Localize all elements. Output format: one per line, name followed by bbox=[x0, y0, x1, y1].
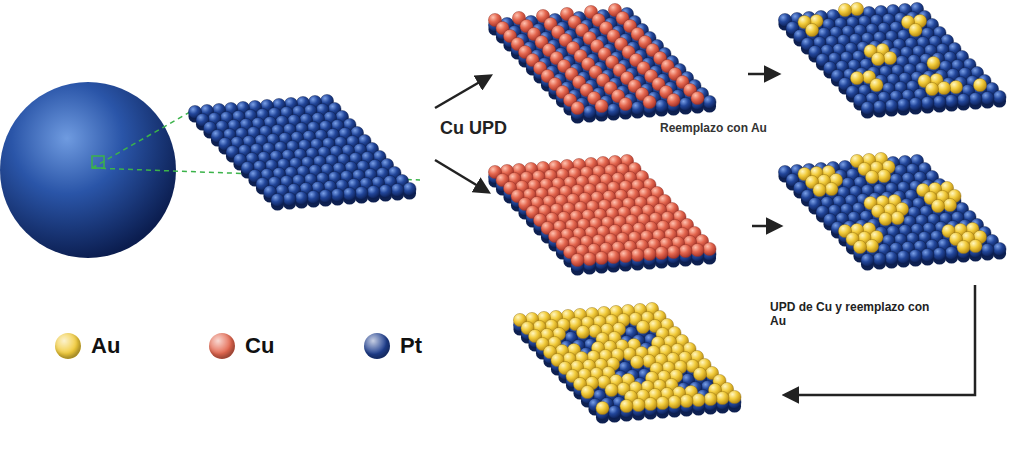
pt-atom bbox=[945, 246, 958, 259]
pt-atom bbox=[933, 95, 946, 108]
pt-atom bbox=[981, 243, 994, 256]
pt-atom bbox=[271, 193, 284, 206]
pt-atom bbox=[331, 188, 344, 201]
au-atom bbox=[813, 183, 826, 196]
cu-atom bbox=[667, 93, 680, 106]
au-atom bbox=[825, 182, 838, 195]
au-atom bbox=[853, 240, 866, 253]
cu-atom bbox=[571, 253, 584, 266]
atom-lattice bbox=[488, 154, 716, 275]
pt-atom bbox=[909, 249, 922, 262]
pt-atom bbox=[933, 247, 946, 260]
au-atom bbox=[927, 56, 940, 69]
pt-atom bbox=[295, 191, 308, 204]
pt-atom bbox=[283, 192, 296, 205]
facet-marker bbox=[92, 156, 104, 168]
cu-atom bbox=[655, 246, 668, 259]
pt-atom bbox=[391, 183, 404, 196]
zoom-line bbox=[92, 112, 190, 168]
au-atom bbox=[850, 2, 863, 15]
au-atom bbox=[870, 78, 883, 91]
pt-atom bbox=[945, 94, 958, 107]
pt-atom bbox=[993, 242, 1006, 255]
pt-atom bbox=[679, 97, 692, 110]
au-atom bbox=[957, 240, 970, 253]
cu-atom bbox=[703, 242, 716, 255]
pt-atom bbox=[969, 92, 982, 105]
pt-atom bbox=[873, 252, 886, 265]
pt-atom bbox=[897, 250, 910, 263]
pt-atom bbox=[607, 103, 620, 116]
cu-atom bbox=[595, 251, 608, 264]
cu-atom bbox=[643, 95, 656, 108]
au-atom bbox=[937, 81, 950, 94]
au-atom bbox=[877, 169, 890, 182]
pt-atom bbox=[307, 190, 320, 203]
cu-atom bbox=[571, 101, 584, 114]
cu-atom bbox=[619, 249, 632, 262]
au-atom bbox=[909, 23, 922, 36]
pt-atom bbox=[993, 90, 1006, 103]
au-atom bbox=[865, 170, 878, 183]
cu-atom bbox=[643, 247, 656, 260]
pt-atom bbox=[885, 99, 898, 112]
au-atom bbox=[850, 71, 863, 84]
au-atom bbox=[943, 198, 956, 211]
pt-atom bbox=[981, 91, 994, 104]
pt-atom bbox=[909, 97, 922, 110]
au-atom bbox=[883, 51, 896, 64]
pt-atom bbox=[655, 99, 668, 112]
pt-atom bbox=[885, 251, 898, 264]
atom-lattice bbox=[778, 2, 1006, 118]
cu-atom bbox=[691, 243, 704, 256]
pt-atom bbox=[921, 96, 934, 109]
pt-atom bbox=[319, 189, 332, 202]
pt-atom bbox=[873, 100, 886, 113]
au-atom bbox=[805, 23, 818, 36]
pt-atom bbox=[921, 248, 934, 261]
au-atom bbox=[879, 212, 892, 225]
atom-lattice bbox=[188, 94, 416, 210]
cu-atom bbox=[583, 252, 596, 265]
cu-atom bbox=[631, 248, 644, 261]
pt-atom bbox=[957, 93, 970, 106]
au-atom bbox=[931, 199, 944, 212]
au-atom bbox=[865, 239, 878, 252]
au-atom bbox=[871, 52, 884, 65]
pt-atom bbox=[703, 95, 716, 108]
cu-atom bbox=[619, 97, 632, 110]
pt-atom bbox=[355, 186, 368, 199]
cu-atom bbox=[679, 244, 692, 257]
pt-atom bbox=[861, 253, 874, 266]
atom-lattice bbox=[488, 3, 716, 123]
pt-atom bbox=[583, 105, 596, 118]
pt-atom bbox=[631, 101, 644, 114]
atom-lattice bbox=[513, 302, 741, 423]
pt-atom bbox=[897, 98, 910, 111]
au-atom bbox=[891, 211, 904, 224]
au-atom bbox=[969, 239, 982, 252]
pt-atom bbox=[343, 187, 356, 200]
cu-atom bbox=[595, 99, 608, 112]
pt-atom bbox=[403, 182, 416, 195]
cu-atom bbox=[667, 245, 680, 258]
pt-atom bbox=[861, 101, 874, 114]
cu-atom bbox=[691, 91, 704, 104]
pt-atom bbox=[367, 185, 380, 198]
au-atom bbox=[838, 3, 851, 16]
au-atom bbox=[949, 80, 962, 93]
au-atom bbox=[925, 82, 938, 95]
au-atom bbox=[973, 78, 986, 91]
cu-atom bbox=[607, 250, 620, 263]
atom-lattice bbox=[778, 152, 1006, 270]
pt-atom bbox=[379, 184, 392, 197]
